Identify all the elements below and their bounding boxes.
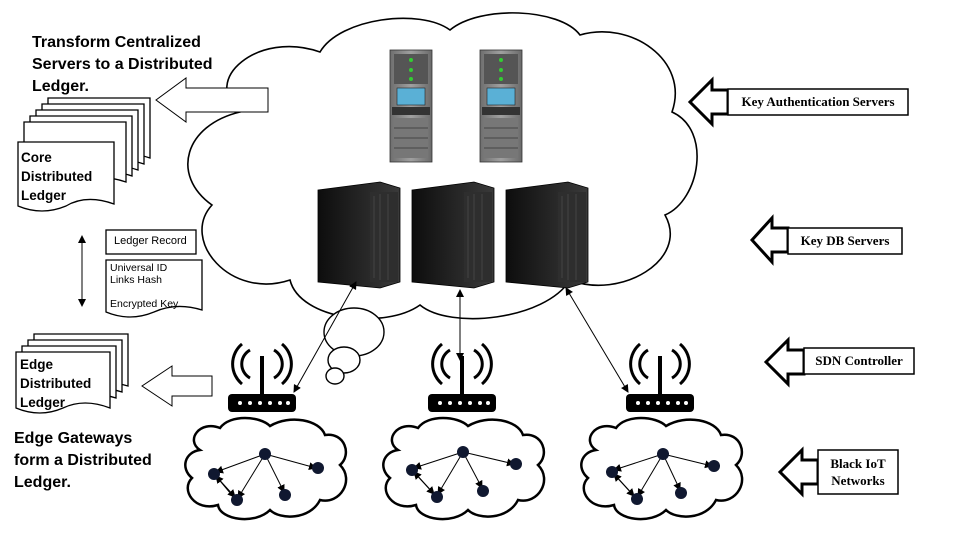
ledger-record-fields: Universal ID Links Hash Encrypted Key [110,262,178,310]
key-auth-label: Key Authentication Servers [741,94,895,109]
hollow-arrow-sdn [763,336,806,388]
server-gateway-links [293,281,629,393]
ledger-record-header-box [105,229,197,255]
hollow-arrow-top-left [155,77,269,123]
ledger-record-fields-box [105,259,203,318]
transform-caption-line: Transform Centralized [32,34,201,51]
tower-server-1 [317,181,401,289]
edge-gateways-caption-line: Ledger. [14,474,71,491]
transform-caption: Transform Centralized Servers to a Distr… [32,32,213,98]
tower-server-3 [505,181,589,289]
rack-server-2 [479,49,523,163]
core-ledger-line: Ledger [21,188,67,203]
edge-ledger-label: Edge Distributed Ledger [20,355,91,412]
edge-ledger-line: Distributed [20,376,92,391]
router-3 [626,342,694,412]
tower-server-2 [411,181,495,289]
black-iot-line: Networks [831,473,885,488]
transform-caption-line: Servers to a Distributed [32,56,213,73]
transform-caption-line: Ledger. [32,78,89,95]
ledger-record-field: Links Hash [110,274,162,286]
ledger-record-header: Ledger Record [114,235,187,247]
router-2 [428,342,496,412]
core-ledger-stack [17,97,151,212]
black-iot-label: Black IoT Networks [818,455,898,489]
router-1 [228,342,296,412]
core-ledger-label: Core Distributed Ledger [21,148,92,205]
iot-cloud-3 [580,416,744,521]
edge-gateways-caption-line: Edge Gateways [14,430,133,447]
edge-gateways-caption: Edge Gateways form a Distributed Ledger. [14,428,152,494]
key-db-box [787,227,903,255]
edge-ledger-line: Edge [20,357,54,372]
sdn-label: SDN Controller [815,353,903,368]
core-ledger-line: Distributed [21,169,93,184]
hollow-arrow-key-auth [687,76,730,128]
core-ledger-line: Core [21,150,52,165]
iot-cloud-1 [184,416,348,521]
edge-ledger-line: Ledger [20,395,66,410]
black-iot-line: Black IoT [830,456,886,471]
ledger-record-field: Universal ID [110,262,168,274]
black-iot-box [817,449,899,495]
rack-server-1 [389,49,433,163]
hollow-arrow-mid-left [141,365,213,407]
hollow-arrow-black-iot [777,446,820,498]
sdn-box [803,347,915,375]
edge-gateways-caption-line: form a Distributed [14,452,152,469]
hollow-arrow-key-db [749,214,790,266]
key-auth-box [727,88,909,116]
edge-ledger-stack [15,333,129,414]
key-db-label: Key DB Servers [800,233,890,248]
ledger-record-field: Encrypted Key [110,298,179,310]
iot-cloud-2 [382,416,546,521]
